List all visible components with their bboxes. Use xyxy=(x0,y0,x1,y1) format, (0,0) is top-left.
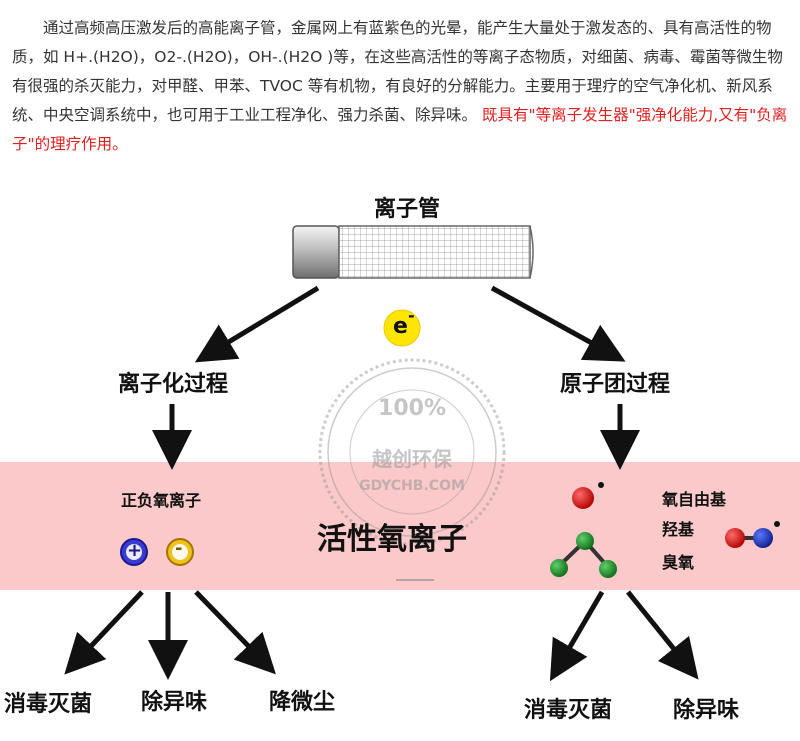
radical-hydroxyl-label: 羟基 xyxy=(662,516,694,540)
minus-symbol: - xyxy=(175,538,182,559)
radical-oxygen-label: 氧自由基 xyxy=(662,486,726,510)
arrow-tube-right xyxy=(492,288,608,352)
oxygen-radical-icon xyxy=(572,482,604,509)
radical-ozone-label: 臭氧 xyxy=(662,549,694,573)
right-process-label: 原子团过程 xyxy=(560,366,670,398)
electron-charge: - xyxy=(408,306,415,325)
right-outcome-deodorize: 除异味 xyxy=(673,692,739,724)
arrow-right-out-1 xyxy=(560,592,602,664)
tube-mesh xyxy=(339,226,530,278)
active-oxygen-label: 活性氧离子 xyxy=(317,514,467,558)
arrow-left-out-1 xyxy=(78,592,142,660)
electron-letter: e xyxy=(393,314,408,339)
arrow-tube-left xyxy=(212,288,318,352)
plus-symbol: + xyxy=(127,540,142,561)
left-product-label: 正负氧离子 xyxy=(121,487,201,511)
left-outcome-dust: 降微尘 xyxy=(269,684,335,716)
ion-tube xyxy=(293,226,533,278)
electron-label: e xyxy=(393,314,408,339)
arrow-left-out-3 xyxy=(196,592,262,660)
right-outcome-disinfect: 消毒灭菌 xyxy=(524,692,612,724)
left-outcome-deodorize: 除异味 xyxy=(141,684,207,716)
tube-cap xyxy=(293,226,339,278)
watermark-domain: GDYCHB.COM xyxy=(346,478,478,494)
left-process-label: 离子化过程 xyxy=(118,366,228,398)
arrow-right-out-2 xyxy=(628,592,686,664)
watermark-brand: 越创环保 xyxy=(350,443,474,472)
ozone-molecule-icon xyxy=(550,532,617,578)
hydroxyl-molecule-icon xyxy=(725,521,780,548)
watermark-percent: 100% xyxy=(372,396,452,421)
left-outcome-disinfect: 消毒灭菌 xyxy=(4,686,92,718)
tube-label: 离子管 xyxy=(374,191,440,223)
